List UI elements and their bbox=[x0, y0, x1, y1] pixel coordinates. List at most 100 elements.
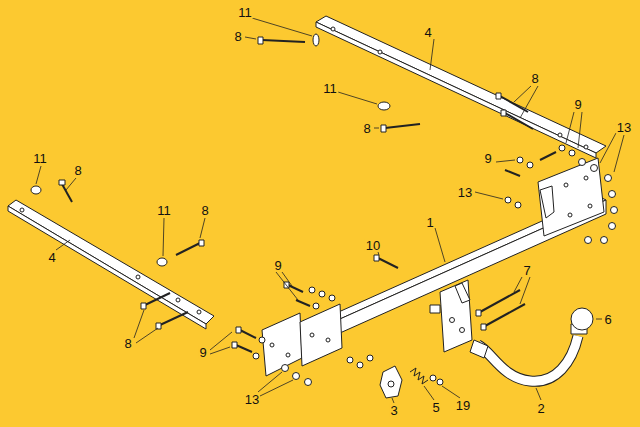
nut bbox=[309, 287, 315, 293]
bolt-head bbox=[258, 37, 263, 44]
nut bbox=[253, 353, 259, 359]
callout-number: 9 bbox=[273, 259, 282, 272]
nut bbox=[527, 162, 533, 168]
leader-line bbox=[514, 86, 531, 102]
bolt-head bbox=[199, 240, 204, 246]
leader-line bbox=[496, 160, 515, 162]
lower-bar bbox=[8, 206, 206, 329]
bolt-head bbox=[381, 125, 386, 132]
right-bracket bbox=[588, 204, 592, 208]
lower-bar bbox=[8, 200, 214, 324]
bolt bbox=[540, 152, 556, 160]
nut bbox=[515, 202, 521, 208]
callout-number: 2 bbox=[536, 402, 545, 415]
bolt-head bbox=[481, 324, 486, 330]
spring bbox=[410, 368, 428, 384]
washer bbox=[157, 258, 167, 266]
callout-number: 4 bbox=[423, 26, 432, 39]
leader-line bbox=[520, 277, 530, 304]
leader-line bbox=[566, 112, 574, 143]
left-bracket bbox=[262, 313, 302, 376]
bolt-head bbox=[374, 255, 379, 261]
upper-bar bbox=[584, 145, 588, 149]
right-bracket bbox=[538, 158, 604, 236]
ball-neck bbox=[470, 340, 488, 358]
bolt bbox=[236, 345, 252, 352]
leader-line bbox=[163, 218, 164, 256]
callout-number: 8 bbox=[530, 72, 539, 85]
leader-line bbox=[338, 92, 377, 104]
nut bbox=[585, 237, 592, 244]
leader-line bbox=[600, 133, 616, 163]
upper-bar bbox=[558, 133, 562, 137]
nut bbox=[347, 357, 353, 363]
callout-number: 11 bbox=[32, 152, 48, 165]
lower-bar bbox=[20, 208, 24, 212]
leader-line bbox=[36, 166, 41, 184]
ball-neck bbox=[478, 336, 578, 381]
nut bbox=[609, 191, 616, 198]
callout-number: 13 bbox=[457, 186, 473, 199]
callout-number: 13 bbox=[244, 393, 260, 406]
leader-line bbox=[66, 178, 76, 190]
callout-number: 6 bbox=[603, 313, 612, 326]
upper-bar bbox=[378, 50, 382, 54]
bolt-head bbox=[232, 342, 237, 348]
nut bbox=[611, 207, 618, 214]
centre-mount bbox=[430, 305, 440, 313]
leader-line bbox=[200, 218, 205, 238]
lower-bar bbox=[176, 298, 180, 302]
bolt bbox=[160, 312, 188, 325]
callout-number: 5 bbox=[431, 401, 440, 414]
callout-number: 8 bbox=[123, 337, 132, 350]
bolt bbox=[505, 170, 520, 176]
nut bbox=[329, 295, 335, 301]
bolt-head bbox=[156, 323, 161, 329]
centre-mount bbox=[440, 280, 472, 352]
leader-line bbox=[136, 328, 158, 343]
leader-line bbox=[424, 386, 434, 400]
callout-number: 1 bbox=[425, 216, 434, 229]
bolt-head bbox=[59, 180, 65, 185]
nut bbox=[605, 175, 612, 182]
bolt-head bbox=[496, 93, 501, 99]
leader-line bbox=[245, 37, 256, 39]
callout-number: 9 bbox=[573, 98, 582, 111]
left-bracket bbox=[286, 353, 290, 357]
ball-neck bbox=[478, 336, 578, 381]
nut bbox=[253, 145, 618, 386]
bolt bbox=[378, 258, 398, 268]
nut bbox=[609, 223, 616, 230]
leader-line bbox=[36, 18, 624, 403]
bolt-head bbox=[501, 110, 506, 116]
leader-line bbox=[536, 388, 541, 400]
bolt bbox=[240, 330, 256, 338]
nut bbox=[313, 303, 319, 309]
bolt bbox=[262, 40, 305, 42]
nut bbox=[505, 197, 511, 203]
lower-bar bbox=[136, 275, 140, 279]
washer bbox=[378, 102, 390, 110]
leader-line bbox=[260, 380, 293, 396]
centre-mount bbox=[455, 283, 470, 303]
nut bbox=[293, 373, 300, 380]
centre-mount bbox=[450, 318, 455, 323]
bolt bbox=[62, 40, 556, 352]
leader-line bbox=[392, 398, 394, 403]
nut bbox=[559, 145, 565, 151]
nut bbox=[517, 157, 523, 163]
leader-line bbox=[378, 252, 379, 255]
right-bracket bbox=[584, 176, 588, 180]
leader-line bbox=[258, 372, 282, 392]
callout-number: 9 bbox=[483, 152, 492, 165]
ball-neck bbox=[470, 308, 593, 381]
callout-number: 4 bbox=[47, 251, 56, 264]
bolt bbox=[505, 113, 533, 129]
left-bracket bbox=[300, 304, 342, 366]
leader-line bbox=[435, 228, 445, 262]
leader-line bbox=[134, 310, 144, 338]
leader-line bbox=[614, 135, 624, 172]
bolt-head bbox=[59, 37, 506, 348]
upper-bar bbox=[316, 22, 596, 158]
